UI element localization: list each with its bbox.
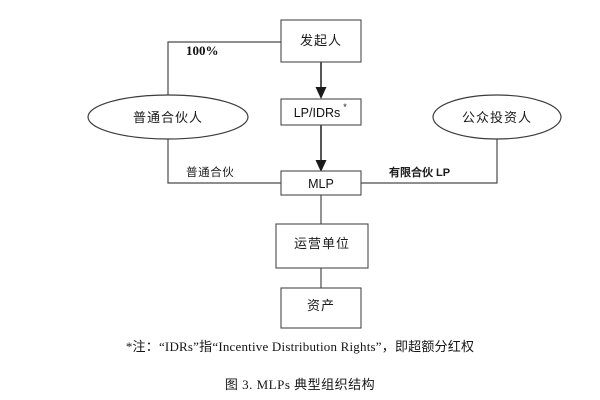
edge-general-partner-to-mlp [167,138,281,184]
node-lp-idrs[interactable]: LP/IDRs * [280,98,362,126]
node-sponsor-box [280,19,362,63]
node-mlp-box [280,170,362,196]
edge-sponsor-to-general-partner [167,41,281,96]
node-lp-idrs-superscript-asterisk: * [343,102,347,112]
node-assets-label: 资产 [307,298,335,313]
edge-label-limited-partnership: 有限合伙 LP [389,165,450,179]
node-public-investors-label: 公众投资人 [462,110,532,125]
edge-label-ownership-percent: 100% [186,43,219,58]
arrowhead-lp-idrs-to-mlp [315,160,327,172]
node-assets[interactable]: 资产 [280,287,362,329]
node-general-partner-ellipse [87,94,249,140]
node-general-partner[interactable]: 普通合伙人 [87,94,249,140]
node-lp-idrs-label: LP/IDRs [294,106,341,120]
node-operating-unit-box [275,223,369,269]
node-public-investors-ellipse [432,94,562,140]
node-general-partner-label: 普通合伙人 [133,110,203,125]
figure-caption: 图 3. MLPs 典型组织结构 [224,377,376,392]
node-sponsor[interactable]: 发起人 [280,19,362,63]
node-mlp[interactable]: MLP [280,170,362,196]
node-mlp-label: MLP [308,177,334,191]
edge-public-investors-to-mlp [361,138,498,184]
node-operating-unit-label: 运营单位 [294,236,350,251]
node-public-investors[interactable]: 公众投资人 [432,94,562,140]
figure-footnote: *注：“IDRs”指“Incentive Distribution Rights… [125,339,475,354]
node-assets-box [280,287,362,329]
node-operating-unit[interactable]: 运营单位 [275,223,369,269]
node-lp-idrs-box [280,98,362,126]
arrowhead-sponsor-to-lp-idrs [315,87,327,99]
node-sponsor-label: 发起人 [300,33,342,48]
edge-label-general-partnership: 普通合伙 [186,165,234,179]
